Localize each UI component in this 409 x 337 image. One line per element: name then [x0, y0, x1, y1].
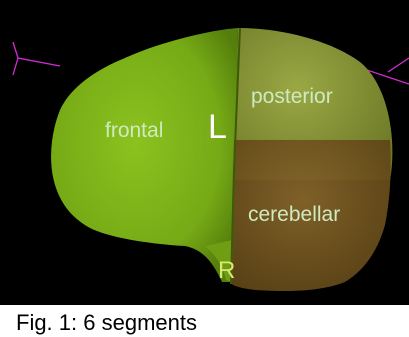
figure-caption: Fig. 1: 6 segments [16, 310, 197, 336]
orientation-right-marker: R [218, 259, 235, 283]
posterior-label: posterior [251, 86, 333, 107]
cerebellar-label: cerebellar [248, 204, 340, 225]
figure-caption-area: Fig. 1: 6 segments [0, 305, 409, 337]
orientation-left-marker: L [208, 110, 227, 144]
brain-render [0, 0, 409, 305]
frontal-label: frontal [105, 120, 163, 141]
